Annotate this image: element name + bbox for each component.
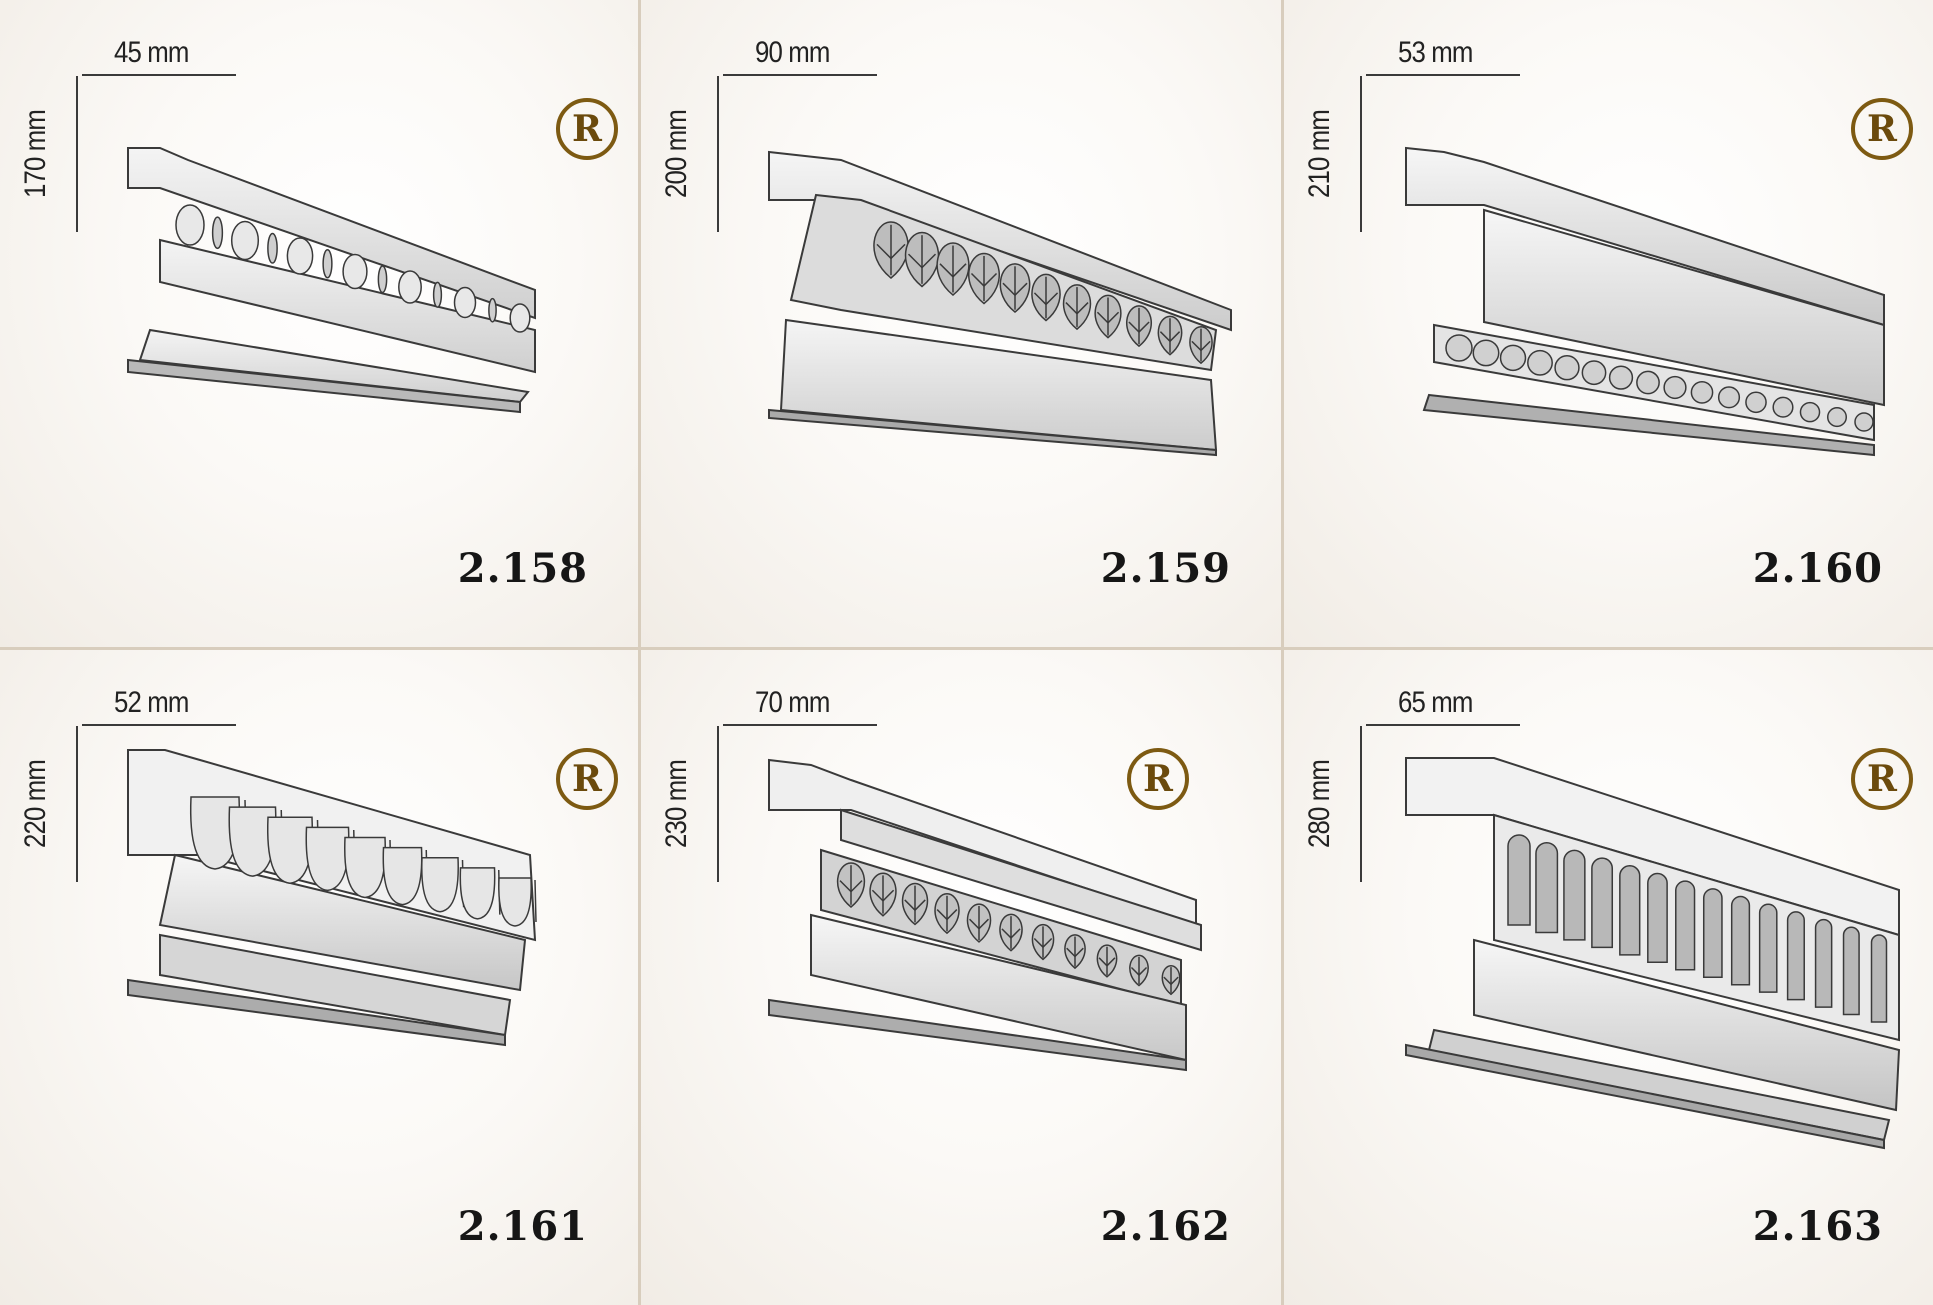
product-code: 2.163 — [1752, 1203, 1883, 1250]
width-dimension: 65 mm — [1366, 680, 1520, 726]
width-label: 70 mm — [755, 686, 830, 719]
product-code: 2.159 — [1100, 545, 1231, 592]
profile-card-2-161[interactable]: 52 mm 220 mm R 2.161 — [0, 650, 641, 1305]
profile-card-2-159[interactable]: 90 mm 200 mm 2.159 — [641, 0, 1284, 650]
r-badge-icon: R — [1127, 748, 1189, 810]
product-code: 2.158 — [457, 545, 588, 592]
height-dimension: 220 mm — [19, 726, 78, 882]
product-code: 2.160 — [1752, 545, 1883, 592]
molding-profile-illustration — [768, 758, 1202, 1072]
height-dimension: 280 mm — [1303, 726, 1362, 882]
width-label: 90 mm — [755, 36, 830, 69]
molding-profile-illustration — [127, 749, 537, 1047]
width-dimension: 45 mm — [82, 30, 236, 76]
width-dimension: 53 mm — [1366, 30, 1520, 76]
width-label: 52 mm — [114, 686, 189, 719]
molding-profile-illustration — [127, 147, 536, 414]
width-label: 45 mm — [114, 36, 189, 69]
height-dimension: 170 mm — [19, 76, 78, 232]
molding-profile-illustration — [1405, 146, 1885, 457]
width-dimension: 52 mm — [82, 680, 236, 726]
width-dimension: 70 mm — [723, 680, 877, 726]
r-badge-icon: R — [1851, 98, 1913, 160]
profile-card-2-163[interactable]: 65 mm 280 mm R 2.163 — [1284, 650, 1933, 1305]
r-badge-icon: R — [556, 748, 618, 810]
product-code: 2.162 — [1100, 1203, 1231, 1250]
width-dimension: 90 mm — [723, 30, 877, 76]
r-badge-icon: R — [556, 98, 618, 160]
height-dimension: 200 mm — [660, 76, 719, 232]
width-label: 53 mm — [1398, 36, 1473, 69]
product-code: 2.161 — [457, 1203, 588, 1250]
molding-profile-illustration — [768, 150, 1232, 457]
molding-profile-illustration — [1405, 757, 1901, 1150]
height-dimension: 230 mm — [660, 726, 719, 882]
profile-card-2-158[interactable]: 45 mm 170 mm R 2.158 — [0, 0, 641, 650]
profile-card-2-160[interactable]: 53 mm 210 mm R 2.160 — [1284, 0, 1933, 650]
width-label: 65 mm — [1398, 686, 1473, 719]
r-badge-icon: R — [1851, 748, 1913, 810]
height-dimension: 210 mm — [1303, 76, 1362, 232]
profile-card-2-162[interactable]: 70 mm 230 mm R 2.162 — [641, 650, 1284, 1305]
